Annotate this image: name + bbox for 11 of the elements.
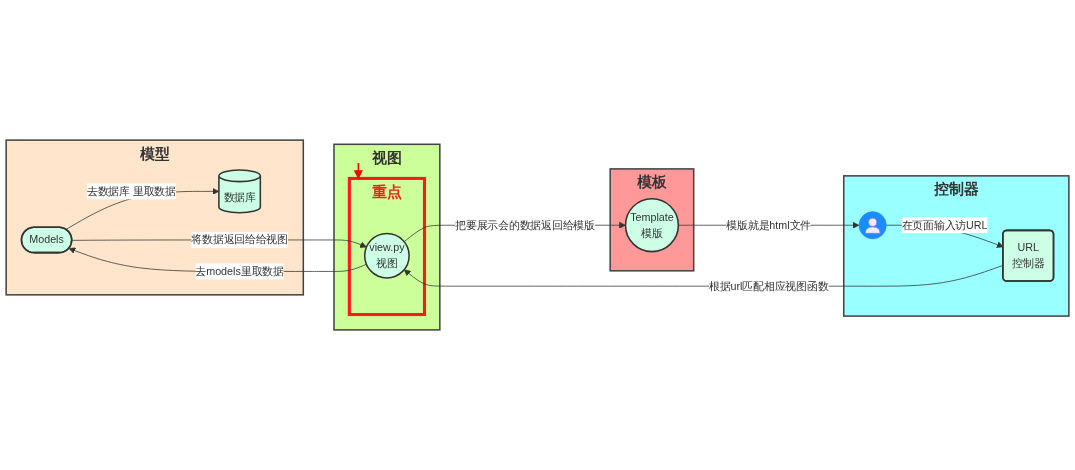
arrow — [353, 162, 363, 180]
edge-label: 模版就是html文件 — [726, 218, 812, 231]
edge-label: 去数据库 里取数据 — [87, 184, 176, 198]
node-person — [858, 211, 887, 240]
edge-label: 把要展示会的数据返回给模版 — [455, 218, 595, 231]
node-circle: Template 模版 — [624, 198, 680, 253]
edge-label: 去models里取数据 — [195, 264, 284, 278]
node-circle: view.py 视图 — [363, 232, 410, 279]
edge-label: 根据url匹配相应视图函数 — [709, 279, 829, 292]
edge-label: 在页面输入访URL — [901, 218, 988, 231]
edge-label: 将数据返回给给视图 — [191, 233, 288, 246]
